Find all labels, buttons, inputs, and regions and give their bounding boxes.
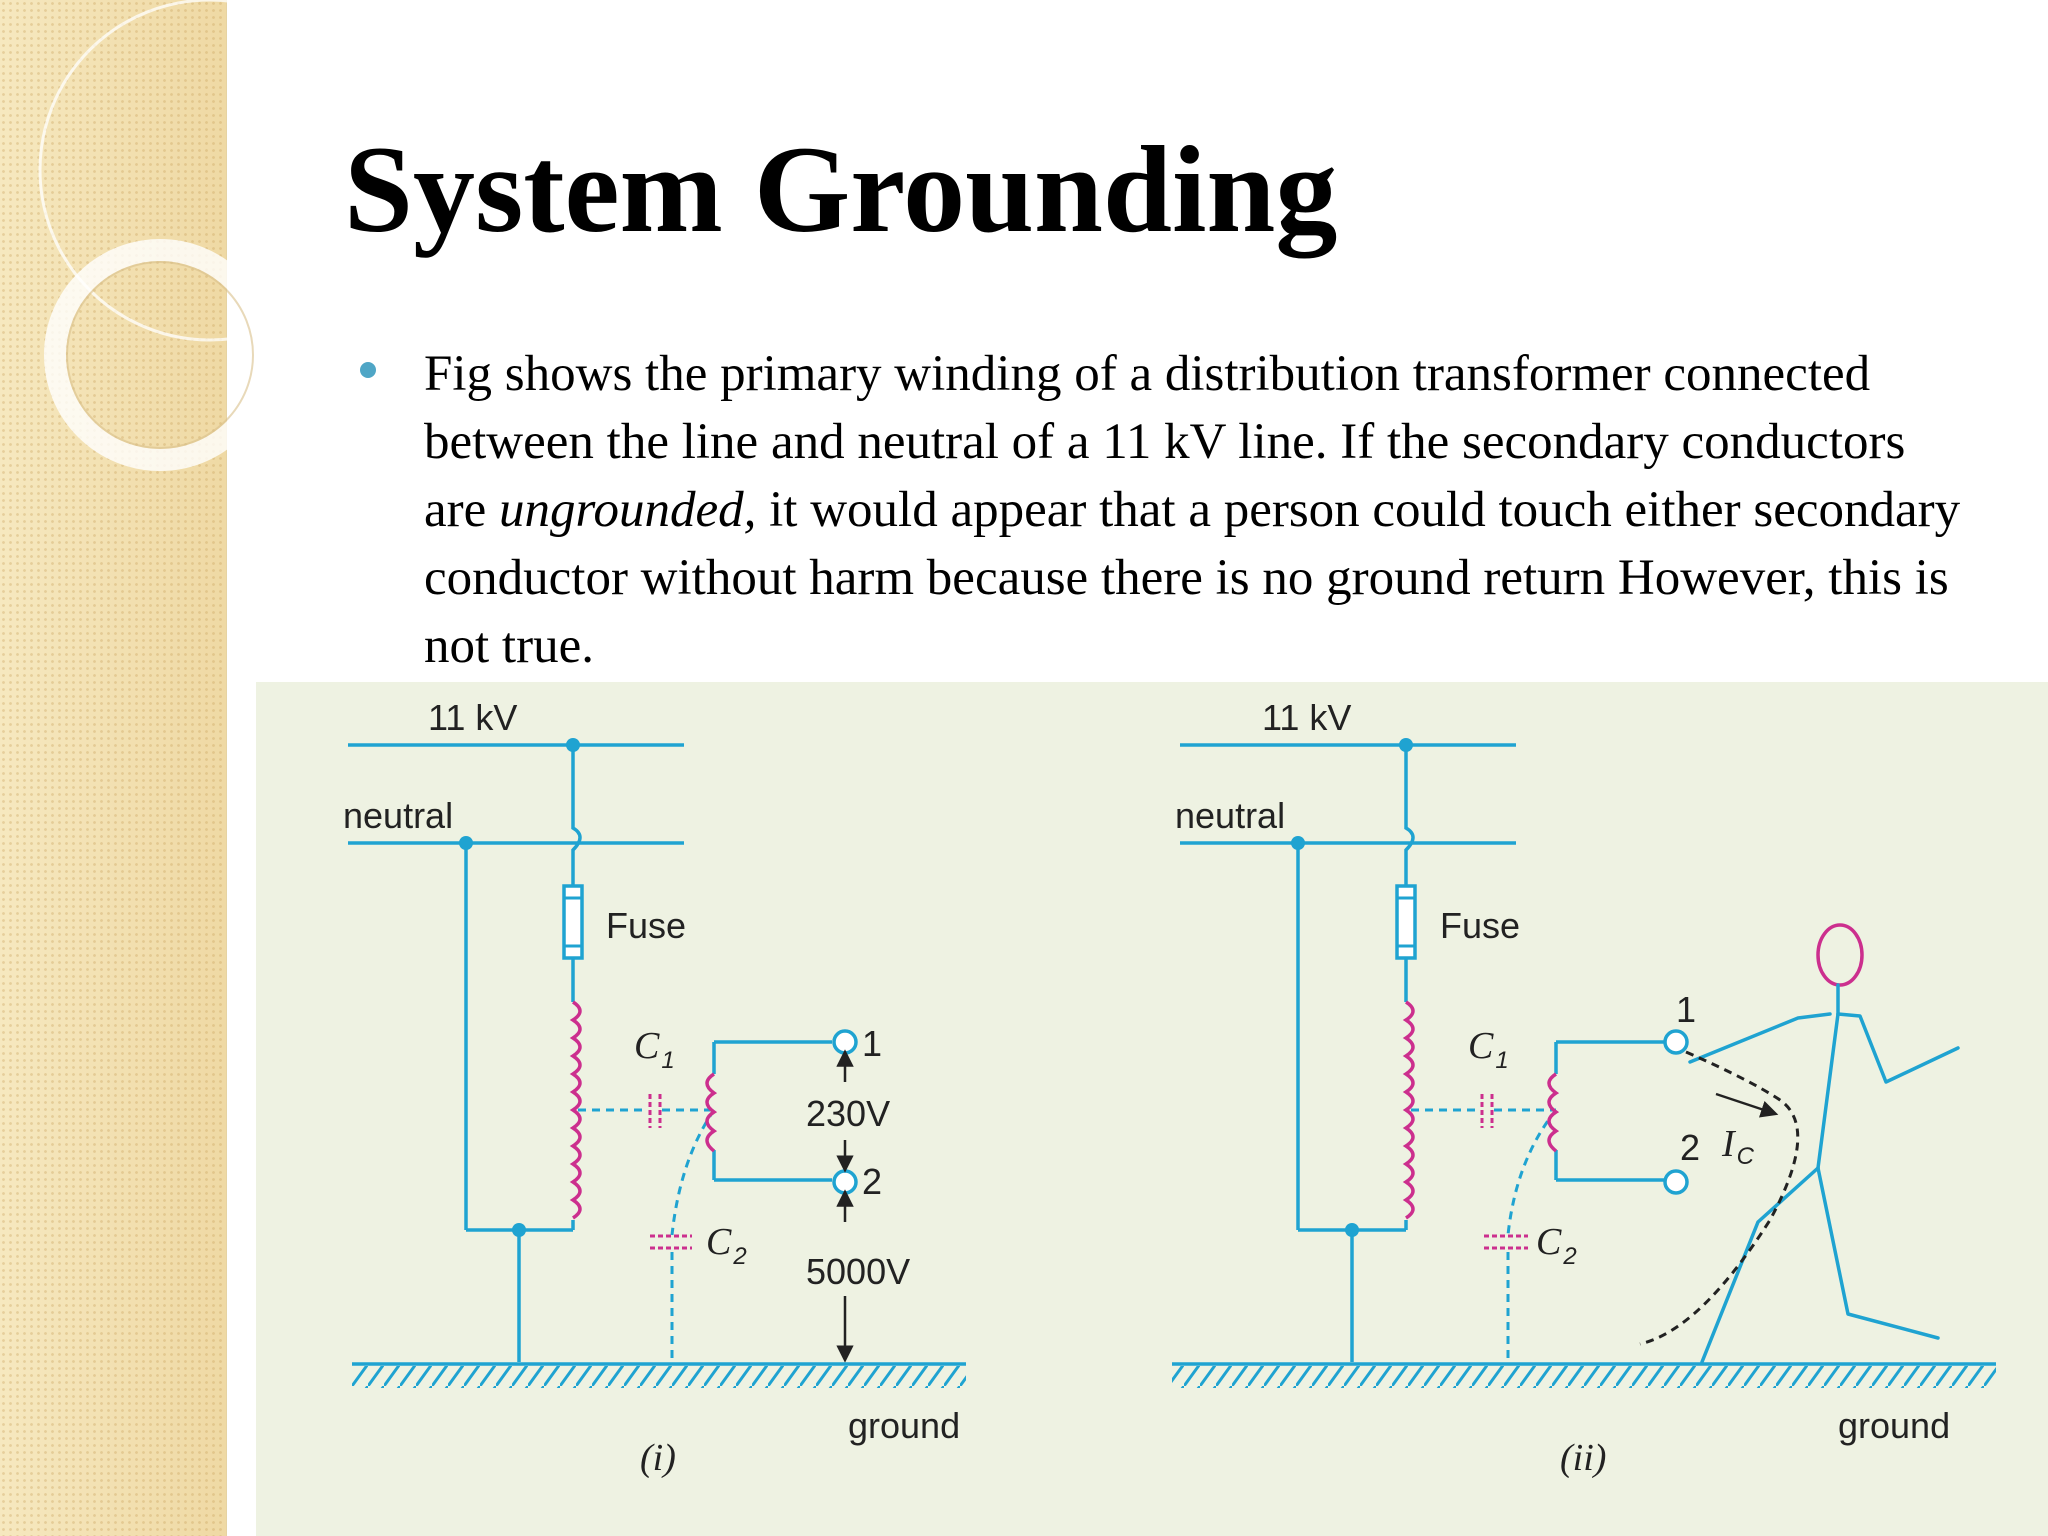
figure-i-ground-label: ground <box>848 1405 960 1446</box>
figure-ii-c1-subscript: 1 <box>1495 1047 1508 1074</box>
figure-ii-ground-hatch <box>1172 1366 1996 1388</box>
figure-ii-capacitor-c2 <box>1484 1234 1528 1250</box>
figure-i-caption: (i) <box>640 1437 676 1479</box>
figure-i-terminal-2-node <box>832 1169 858 1195</box>
bullet-text-part-1: Fig shows the primary winding of a distr… <box>424 346 1906 538</box>
figure-ii-terminal-1-node <box>1663 1029 1689 1055</box>
decorative-side-strip <box>0 0 227 1536</box>
figure-i-wires <box>348 743 832 1362</box>
figure-i-capacitor-c1 <box>648 1094 662 1128</box>
figure-i: 11 kV neutral Fuse C1 C2 1 2 230V 5000V … <box>343 697 966 1479</box>
figure-i-dashed-wires <box>578 1108 716 1362</box>
bullet-text: Fig shows the primary winding of a distr… <box>424 340 1980 680</box>
figure-ii-current-letter: I <box>1721 1123 1737 1165</box>
slide-title: System Grounding <box>344 121 1338 258</box>
figure-ii-fuse-label: Fuse <box>1440 905 1520 946</box>
figure-ii-junctions <box>1291 738 1413 1237</box>
figure-ii-c1-letter: C <box>1468 1025 1494 1067</box>
figure-ii-c2-letter: C <box>1536 1221 1562 1263</box>
figure-ii-line-label: 11 kV <box>1262 697 1351 738</box>
figure-ii-current-label: IC <box>1721 1123 1755 1170</box>
figure-ii-dashed-wires <box>1411 1108 1558 1362</box>
figure-ii: 11 kV neutral Fuse C1 C2 1 2 IC ground (… <box>1172 697 1996 1479</box>
bullet-dot-icon <box>360 362 376 378</box>
figure-ii-wires <box>1180 743 1664 1362</box>
figure-i-line-label: 11 kV <box>428 697 517 738</box>
figure-i-c1-letter: C <box>634 1025 660 1067</box>
figure-i-c1-label: C1 <box>634 1025 675 1074</box>
figure-i-voltage-5000v: 5000V <box>806 1251 910 1292</box>
figure-i-primary-winding <box>569 1000 582 1220</box>
figure-ii-terminal-2-label: 2 <box>1680 1127 1700 1168</box>
figure-i-terminal-1-node <box>832 1029 858 1055</box>
figure-i-secondary-winding <box>705 1072 718 1153</box>
figure-i-c2-letter: C <box>706 1221 732 1263</box>
person-figure <box>1688 923 1960 1364</box>
figure-i-neutral-label: neutral <box>343 795 453 836</box>
figure-ii-current-subscript: C <box>1737 1143 1755 1170</box>
figure-ii-c2-subscript: 2 <box>1562 1243 1576 1270</box>
figure-i-c1-subscript: 1 <box>661 1047 674 1074</box>
figure-i-fuse <box>562 884 584 960</box>
circuit-diagram: 11 kV neutral Fuse C1 C2 1 2 230V 5000V … <box>343 697 1996 1479</box>
figure-i-terminal-2-label: 2 <box>862 1161 882 1202</box>
figure-ii-caption: (ii) <box>1560 1437 1606 1479</box>
figure-panel: 11 kV neutral Fuse C1 C2 1 2 230V 5000V … <box>256 682 2048 1536</box>
person-body <box>1688 983 1960 1364</box>
bullet-point: Fig shows the primary winding of a distr… <box>360 340 1980 680</box>
figure-ii-c2-label: C2 <box>1536 1221 1577 1270</box>
figure-i-c2-subscript: 2 <box>732 1243 746 1270</box>
figure-i-junctions <box>459 738 580 1237</box>
person-head <box>1816 923 1864 987</box>
figure-ii-ground-label: ground <box>1838 1405 1950 1446</box>
figure-ii-terminal-1-label: 1 <box>1676 989 1696 1030</box>
figure-ii-c1-label: C1 <box>1468 1025 1509 1074</box>
figure-ii-current-path <box>1639 1050 1800 1346</box>
figure-i-c2-label: C2 <box>706 1221 747 1270</box>
bullet-text-part-2: it would appear that a person could touc… <box>424 482 1961 674</box>
figure-i-ground-hatch <box>352 1366 966 1388</box>
figure-ii-neutral-label: neutral <box>1175 795 1285 836</box>
bullet-text-italic: ungrounded, <box>499 482 757 538</box>
figure-ii-secondary-winding <box>1547 1072 1560 1153</box>
figure-i-voltage-230v: 230V <box>806 1093 890 1134</box>
figure-ii-fuse <box>1395 884 1417 960</box>
figure-i-capacitor-c2 <box>650 1234 692 1250</box>
figure-ii-primary-winding <box>1402 1000 1415 1220</box>
figure-i-fuse-label: Fuse <box>606 905 686 946</box>
figure-i-terminal-1-label: 1 <box>862 1023 882 1064</box>
figure-ii-terminal-2-node <box>1663 1169 1689 1195</box>
figure-ii-capacitor-c1 <box>1480 1094 1494 1128</box>
figure-ii-current-arrow <box>1715 1092 1779 1118</box>
